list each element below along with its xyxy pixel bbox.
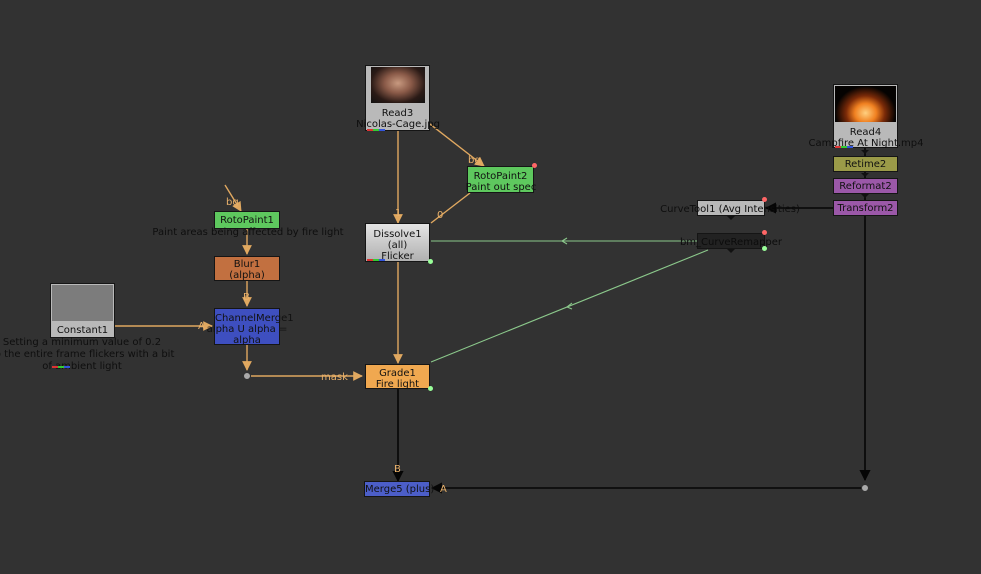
output-arrow-icon: [861, 173, 869, 177]
edge-label: 0: [437, 210, 444, 221]
channel-indicator: [52, 366, 70, 368]
node-label: Fire light: [375, 379, 420, 390]
constant1-node[interactable]: Constant1: [50, 283, 115, 338]
channel-indicator: [835, 146, 853, 148]
expression-arrow: [560, 237, 568, 245]
node-name: Dissolve1: [373, 229, 422, 240]
status-dot: [762, 246, 767, 251]
rotopaint1-node[interactable]: RotoPaint1: [214, 211, 280, 229]
read3-node[interactable]: Read3: [365, 65, 430, 131]
pipe-dot[interactable]: [861, 484, 869, 492]
campfire-thumbnail: [835, 86, 896, 122]
merge5-node[interactable]: Merge5 (plus): [364, 481, 435, 497]
node-name: Reformat2: [839, 181, 892, 192]
edge-label: mask: [321, 372, 348, 383]
pipe-dot[interactable]: [243, 372, 251, 380]
transform2-node[interactable]: Transform2: [833, 200, 898, 216]
status-dot: [762, 197, 767, 202]
output-arrow-icon: [727, 216, 735, 220]
expression-link-remapper-grade1: [430, 249, 709, 363]
read4-node[interactable]: Read4: [833, 84, 898, 148]
channelmerge1-node[interactable]: ChannelMerge1 alpha U alpha = alpha: [207, 308, 294, 346]
pipe-rotopaint2-dissolve1[interactable]: [430, 192, 471, 224]
grade1-node[interactable]: Grade1 Fire light: [365, 364, 430, 390]
node-name: ChannelMerge1: [215, 313, 294, 324]
rotopaint2-node[interactable]: RotoPaint2: [467, 166, 534, 193]
pipe-rotopaint1-bg[interactable]: [224, 184, 242, 212]
status-dot: [428, 386, 433, 391]
output-arrow-icon: [861, 150, 869, 154]
curveremapper-label: bm_CurveRemapper: [679, 237, 783, 248]
blur1-node[interactable]: Blur1 (alpha): [214, 256, 280, 281]
node-name: RotoPaint1: [220, 215, 274, 226]
expression-arrow: [565, 302, 573, 310]
curveremapper-node[interactable]: [697, 233, 765, 249]
status-dot: [532, 163, 537, 168]
node-label: Flicker: [381, 251, 414, 262]
dissolve1-node[interactable]: Dissolve1 (all) Flicker: [365, 223, 430, 262]
node-name: Merge5 (plus): [365, 484, 435, 495]
edge-label: bg: [468, 155, 481, 166]
constant-thumbnail: [52, 285, 113, 321]
edge-label: B: [243, 292, 250, 303]
edge-label: A: [440, 484, 447, 495]
edge-label: 1: [395, 208, 402, 219]
curvetool1-label: CurveTool1 (Avg Intensities): [660, 204, 800, 215]
status-dot: [762, 230, 767, 235]
reformat2-node[interactable]: Reformat2: [833, 178, 898, 194]
channel-indicator: [367, 129, 385, 131]
retime2-node[interactable]: Retime2: [833, 156, 898, 172]
status-dot: [428, 259, 433, 264]
node-subtitle: (all): [387, 240, 408, 251]
node-name: Blur1: [233, 259, 261, 270]
node-name: RotoPaint2: [473, 171, 528, 182]
read3-label: Nicolas-Cage.jpg: [356, 119, 440, 130]
node-name: Retime2: [844, 159, 887, 170]
rotopaint2-label: Paint out spec: [465, 182, 537, 193]
edge-label: A: [198, 321, 205, 332]
nicolas-cage-thumbnail: [371, 67, 425, 103]
output-arrow-icon: [727, 249, 735, 253]
constant1-label: Setting a minimum value of 0.2 so the en…: [0, 337, 174, 373]
node-name: Read4: [849, 127, 882, 138]
node-name: Transform2: [837, 203, 894, 214]
channel-indicator: [367, 259, 385, 261]
node-name: Read3: [381, 108, 414, 119]
constant1-label-line: of ambient light: [42, 361, 122, 372]
rotopaint1-label: Paint areas being affected by fire light: [152, 227, 344, 238]
constant1-label-line: so the entire frame flickers with a bit: [0, 349, 175, 360]
edge-label: B: [394, 464, 401, 475]
constant1-label-line: Setting a minimum value of 0.2: [2, 337, 162, 348]
node-subtitle: alpha U alpha =: [206, 324, 288, 335]
node-subtitle: (alpha): [229, 270, 265, 281]
pipe-read3-rotopaint2[interactable]: [425, 120, 485, 167]
node-subtitle: alpha: [233, 335, 261, 346]
read4-label: Campfire At Night.mp4: [808, 138, 924, 149]
output-arrow-icon: [861, 194, 869, 198]
edge-label: bg: [226, 197, 239, 208]
node-name: Grade1: [379, 368, 416, 379]
curvetool1-node[interactable]: [697, 200, 765, 216]
node-name: Constant1: [56, 325, 109, 336]
